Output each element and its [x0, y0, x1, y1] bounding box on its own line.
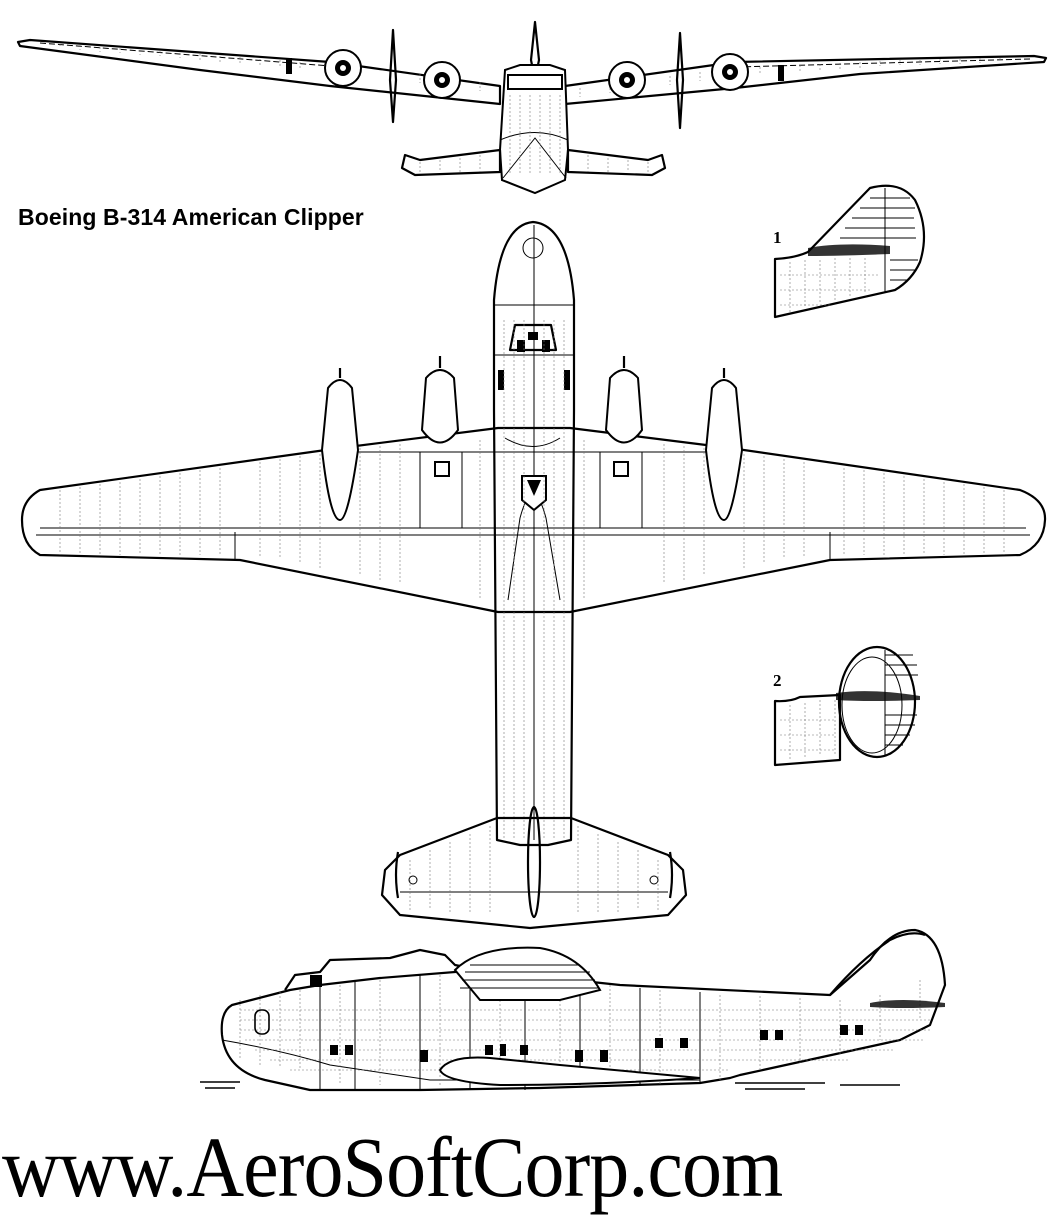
detail-2-label: 2 [773, 671, 782, 690]
front-view-drawing [16, 20, 1048, 195]
website-watermark: www.AeroSoftCorp.com [2, 1119, 783, 1215]
detail-1-drawing [773, 184, 926, 319]
detail-1-label: 1 [773, 228, 782, 247]
diagram-title: Boeing B-314 American Clipper [18, 204, 364, 230]
detail-2-drawing [773, 645, 920, 767]
side-view-drawing [200, 928, 947, 1092]
top-view-drawing [20, 220, 1047, 930]
